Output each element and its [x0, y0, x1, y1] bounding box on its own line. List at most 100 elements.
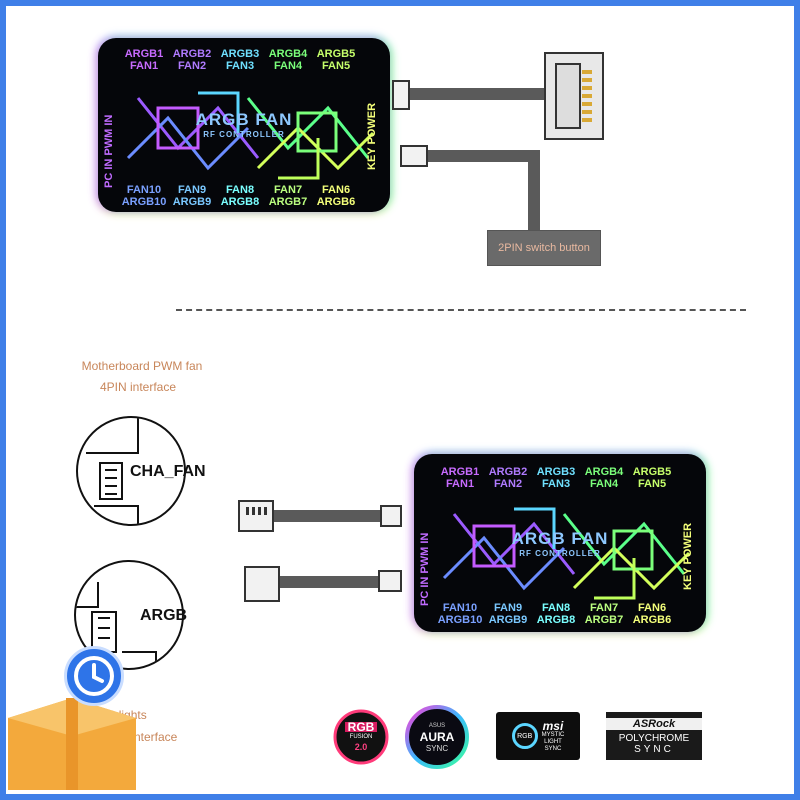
bottom-board-top-port-label-a: ARGB5 — [632, 466, 672, 478]
aura-sync-logo: ASUS AURA SYNC — [404, 704, 470, 770]
top-board-top-port-label-b: FAN4 — [273, 60, 303, 72]
top-board-bottom-port-label-b: ARGB6 — [316, 196, 356, 208]
bottom-board-top-port-label-b: FAN1 — [445, 478, 475, 490]
asrock-line2: SYNC — [634, 743, 674, 755]
bottom-board-bottom-port-label-a: FAN6 — [637, 602, 667, 614]
bottom-board-top-port-label-b: FAN5 — [637, 478, 667, 490]
argb-note-line2: nterface — [134, 730, 178, 744]
pwm-fan-plug — [238, 500, 274, 532]
pwm-cable — [274, 510, 382, 522]
sata-connector-pins — [555, 63, 592, 129]
sata-power-connector — [544, 52, 604, 140]
bottom-board-bottom-port-label-b: ARGB7 — [584, 614, 624, 626]
bottom-board-bottom-port-label-a: FAN10 — [442, 602, 478, 614]
top-board-bottom-port-label-b: ARGB10 — [121, 196, 167, 208]
pwm-cable-board-end — [380, 505, 402, 527]
asrock-line1: POLYCHROME — [618, 732, 690, 744]
clock-hands — [74, 656, 114, 696]
bottom-board-bottom-port-label-b: ARGB8 — [536, 614, 576, 626]
bottom-board-bottom-port-label-b: ARGB10 — [437, 614, 483, 626]
top-board-bottom-port-label-b: ARGB8 — [220, 196, 260, 208]
argb-cable — [280, 576, 380, 588]
argb-label: ARGB — [140, 607, 188, 624]
bottom-board-bottom-port-label-b: ARGB6 — [632, 614, 672, 626]
top-board-top-port-label-a: ARGB2 — [172, 48, 212, 60]
top-board-top-port-label-a: ARGB3 — [220, 48, 260, 60]
top-power-cable — [410, 88, 550, 100]
argb-cable-board-end — [378, 570, 402, 592]
msi-brand: msi — [542, 718, 564, 733]
top-board-top-port-label-b: FAN3 — [225, 60, 255, 72]
top-board-top-port-label-a: ARGB4 — [268, 48, 308, 60]
top-board-top-port-label-b: FAN2 — [177, 60, 207, 72]
bottom-board-top-port-label-a: ARGB4 — [584, 466, 624, 478]
motherboard-note-line1: Motherboard PWM fan — [81, 359, 203, 373]
aura-brand: ASUS — [428, 722, 446, 729]
bottom-board-subtitle: RF CONTROLLER — [519, 549, 601, 558]
motherboard-note-line2: 4PIN interface — [99, 380, 177, 394]
top-board-top-port-label-b: FAN5 — [321, 60, 351, 72]
bottom-board-top-port-label-a: ARGB3 — [536, 466, 576, 478]
rgb-fusion-logo: RGB FUSION 2.0 — [332, 708, 390, 766]
fan-header-drawing — [86, 418, 139, 524]
aura-line2: SYNC — [425, 743, 449, 753]
msi-badge: RGB — [511, 723, 538, 749]
aura-sync-ring — [405, 705, 469, 769]
cha-fan-label: CHA_FAN — [130, 463, 206, 480]
pwm-plug-pins — [246, 507, 267, 515]
argb-plug — [244, 566, 280, 602]
asrock-polychrome-logo: ASRock POLYCHROME SYNC — [606, 712, 702, 760]
top-board-circuit-pattern — [126, 91, 375, 180]
rgb-fusion-line1: RGB — [344, 721, 378, 733]
cha-fan-header-circle — [76, 416, 186, 526]
msi-line3: SYNC — [544, 745, 562, 752]
bottom-board-top-port-label-b: FAN2 — [493, 478, 523, 490]
switch-button-box: 2PIN switch button — [487, 230, 601, 266]
top-board-bottom-port-label-a: FAN9 — [177, 184, 207, 196]
top-board-right-label: KEY POWER — [366, 102, 378, 170]
top-board-top-port-label-b: FAN1 — [129, 60, 159, 72]
section-divider — [176, 309, 746, 311]
msi-line2: LIGHT — [544, 738, 562, 745]
bottom-board-left-label: PC IN PWM IN — [419, 532, 431, 606]
bottom-board-bottom-port-label-a: FAN8 — [541, 602, 571, 614]
top-board-bottom-port-label-b: ARGB7 — [268, 196, 308, 208]
bottom-board-bottom-port-label-a: FAN7 — [589, 602, 619, 614]
bottom-board-bottom-port-label-b: ARGB9 — [488, 614, 528, 626]
top-switch-cable-vertical — [528, 150, 540, 232]
top-board-bottom-port-label-a: FAN6 — [321, 184, 351, 196]
bottom-board-top-port-label-a: ARGB1 — [440, 466, 480, 478]
rgb-fusion-line2: FUSION — [349, 734, 373, 740]
top-board-bottom-port-label-a: FAN7 — [273, 184, 303, 196]
top-board-title: ARGB FAN — [195, 110, 293, 129]
top-power-connector-jack — [392, 80, 410, 110]
bottom-board-bottom-port-label-a: FAN9 — [493, 602, 523, 614]
clock-icon — [64, 646, 124, 706]
top-switch-connector-jack — [400, 145, 428, 167]
bottom-board-top-port-label-a: ARGB2 — [488, 466, 528, 478]
top-board-left-label: PC IN PWM IN — [103, 114, 115, 188]
rgb-fusion-line3: 2.0 — [354, 742, 368, 752]
aura-line1: AURA — [419, 729, 455, 744]
bottom-board-circuit-pattern — [442, 507, 691, 600]
